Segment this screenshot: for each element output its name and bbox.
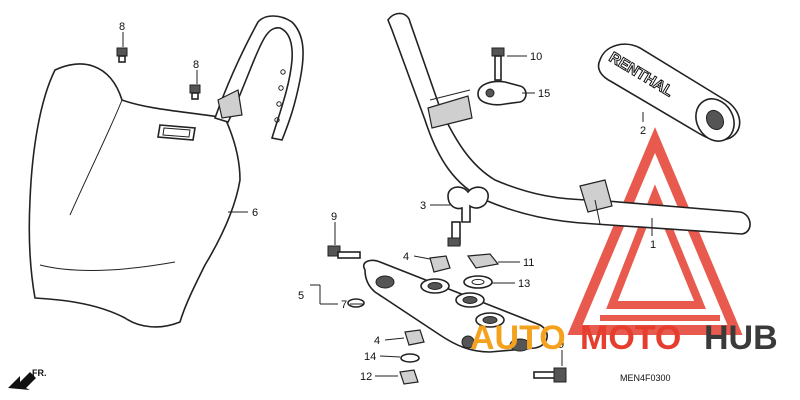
watermark-moto: MOTO <box>580 319 681 357</box>
watermark-hub: HUB <box>704 319 778 357</box>
watermark-wordmark: AUTO MOTO HUB <box>470 319 778 357</box>
callout-4-lower: 4 <box>374 335 380 347</box>
bolt-10 <box>491 47 505 81</box>
callout-3: 3 <box>420 200 426 212</box>
nut-11 <box>466 253 500 269</box>
callout-6: 6 <box>252 207 258 219</box>
washer-14 <box>400 353 420 363</box>
callout-8-lower: 8 <box>193 59 199 71</box>
number-plate <box>28 15 304 328</box>
callout-9-right: 9 <box>558 339 564 351</box>
bolt-8-lower <box>189 84 201 100</box>
callout-1: 1 <box>650 239 656 251</box>
bolt-9-right <box>533 367 567 383</box>
handlebar-holder-3 <box>447 186 489 247</box>
callout-12: 12 <box>360 371 372 383</box>
diagram-code: MEN4F0300 <box>620 373 671 383</box>
nut-4-upper <box>429 255 451 273</box>
leader-lines <box>122 32 653 377</box>
front-label: FR. <box>32 368 47 378</box>
callout-15: 15 <box>538 88 550 100</box>
callout-8-upper: 8 <box>119 21 125 33</box>
front-direction-arrow: FR. <box>8 368 47 390</box>
callout-14: 14 <box>364 351 376 363</box>
washer-13 <box>463 275 493 289</box>
callout-2: 2 <box>640 125 646 137</box>
watermark-logo-triangle <box>567 127 743 335</box>
callout-4-upper: 4 <box>403 251 409 263</box>
callout-10: 10 <box>530 51 542 63</box>
upper-clamp-15 <box>477 80 527 106</box>
bolt-8-upper <box>116 47 128 63</box>
callout-9-left: 9 <box>331 211 337 223</box>
bolt-9-left <box>327 245 361 259</box>
nut-4-lower <box>404 329 425 346</box>
callout-13: 13 <box>518 278 530 290</box>
watermark-auto: AUTO <box>470 319 566 357</box>
callout-7: 7 <box>341 299 347 311</box>
callout-5: 5 <box>298 290 304 302</box>
top-bridge <box>362 259 548 353</box>
nut-12 <box>399 369 419 385</box>
handlebar-pad: RENTHAL <box>597 43 741 142</box>
callout-11: 11 <box>523 257 534 269</box>
washer-7 <box>347 298 365 308</box>
